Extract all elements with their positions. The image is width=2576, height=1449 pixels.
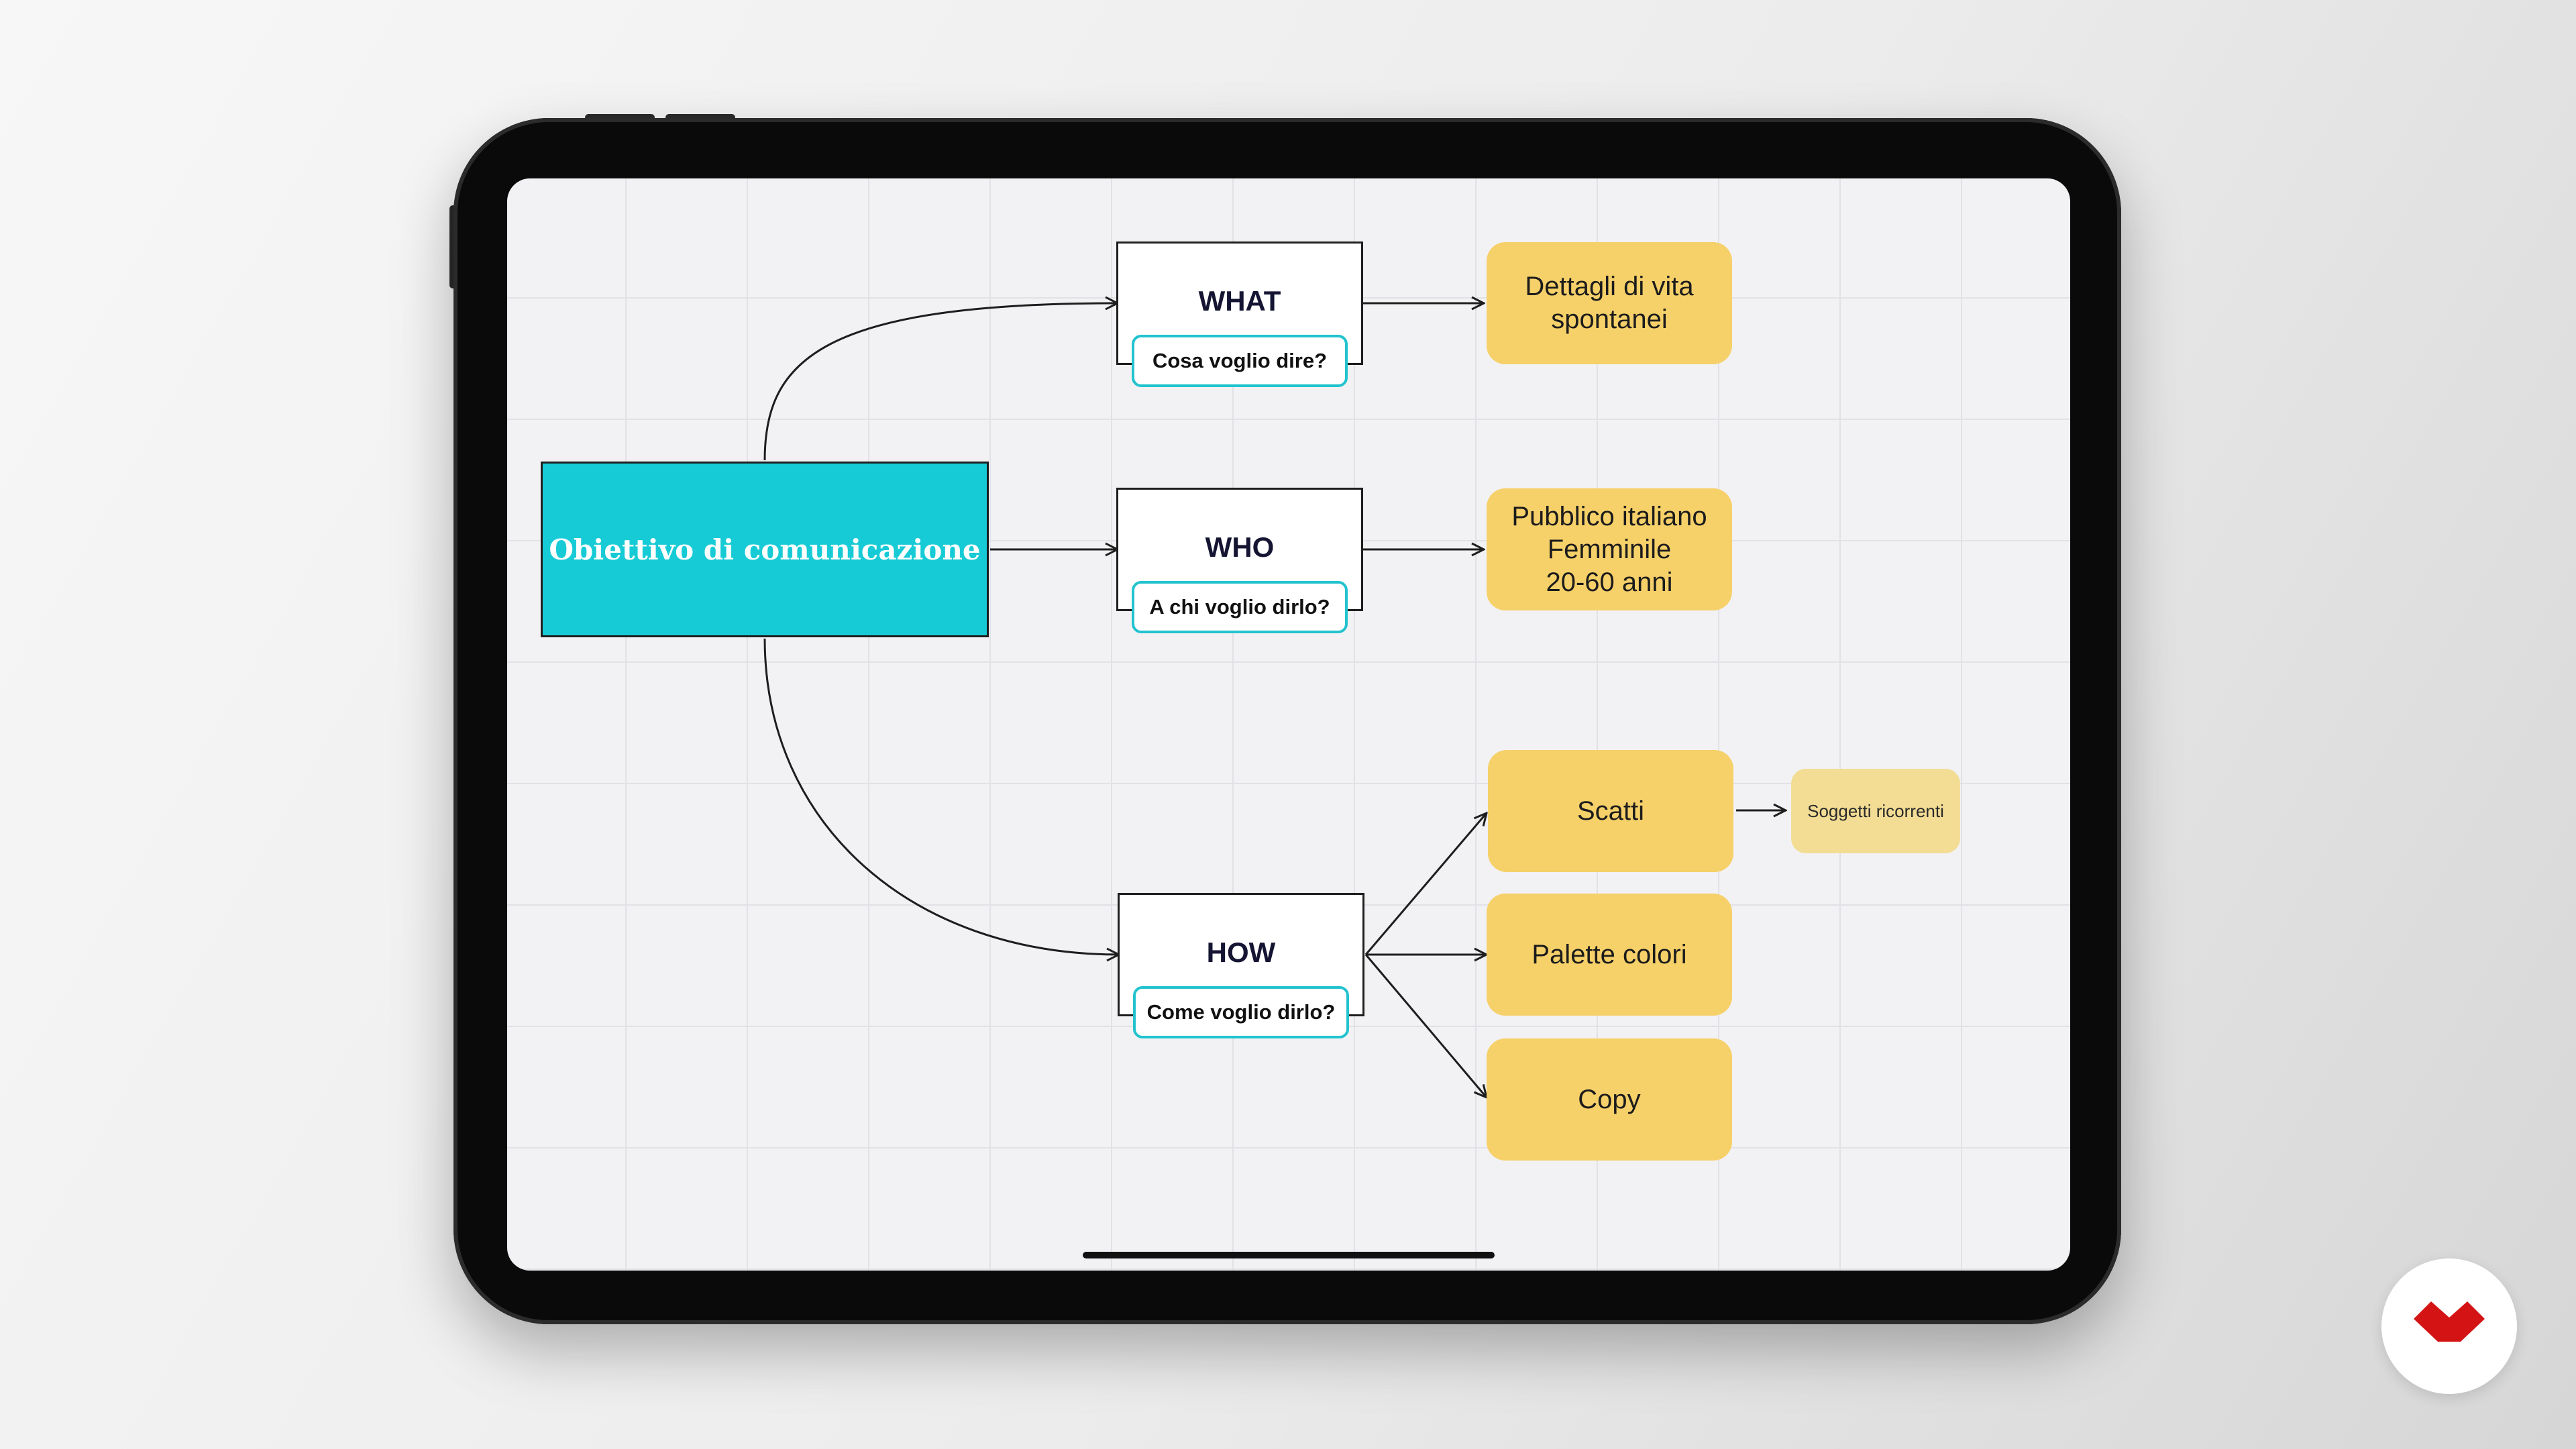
answer-who-label: Pubblico italiano Femminile 20-60 anni <box>1511 501 1707 597</box>
brand-logo-icon <box>2414 1301 2485 1342</box>
answer-palette-label: Palette colori <box>1532 939 1687 969</box>
main-objective-node[interactable]: Obiettivo di comunicazione <box>541 462 989 637</box>
connector-how-scatti <box>1364 813 1487 955</box>
answer-palette-node[interactable]: Palette colori <box>1487 894 1732 1016</box>
connector-main-what <box>763 303 1118 461</box>
home-indicator[interactable] <box>1083 1252 1495 1258</box>
volume-button <box>665 114 735 121</box>
how-subtitle: Come voglio dirlo? <box>1133 986 1349 1038</box>
who-subtitle: A chi voglio dirlo? <box>1132 581 1348 633</box>
answer-scatti-label: Scatti <box>1576 796 1645 826</box>
sub-answer-node[interactable]: Soggetti ricorrenti <box>1791 769 1960 853</box>
answer-what-label: Dettagli di vita spontanei <box>1525 272 1694 334</box>
connector-main-how <box>763 638 1119 955</box>
brand-logo-badge <box>2381 1258 2517 1394</box>
what-subtitle: Cosa voglio dire? <box>1132 335 1348 387</box>
connector-layer <box>763 178 2070 1271</box>
volume-button <box>585 114 655 121</box>
diagram-canvas: Obiettivo di comunicazione WHAT Cosa vog… <box>507 178 2070 1271</box>
sub-answer-label: Soggetti ricorrenti <box>1807 800 1944 821</box>
answer-copy-label: Copy <box>1578 1084 1641 1114</box>
answer-what-node[interactable]: Dettagli di vita spontanei <box>1487 242 1732 364</box>
answer-copy-node[interactable]: Copy <box>1487 1038 1732 1161</box>
power-button <box>449 205 456 288</box>
main-objective-label: Obiettivo di comunicazione <box>549 533 981 566</box>
connector-how-copy <box>1364 954 1487 1097</box>
answer-scatti-node[interactable]: Scatti <box>1488 750 1733 872</box>
who-title: WHO <box>1205 531 1275 563</box>
what-title: WHAT <box>1198 285 1281 317</box>
who-node[interactable]: WHO A chi voglio dirlo? <box>1116 488 1363 633</box>
how-node[interactable]: HOW Come voglio dirlo? <box>1118 893 1364 1038</box>
how-title: HOW <box>1206 936 1276 968</box>
answer-who-node[interactable]: Pubblico italiano Femminile 20-60 anni <box>1487 488 1732 610</box>
what-node[interactable]: WHAT Cosa voglio dire? <box>1116 241 1363 387</box>
